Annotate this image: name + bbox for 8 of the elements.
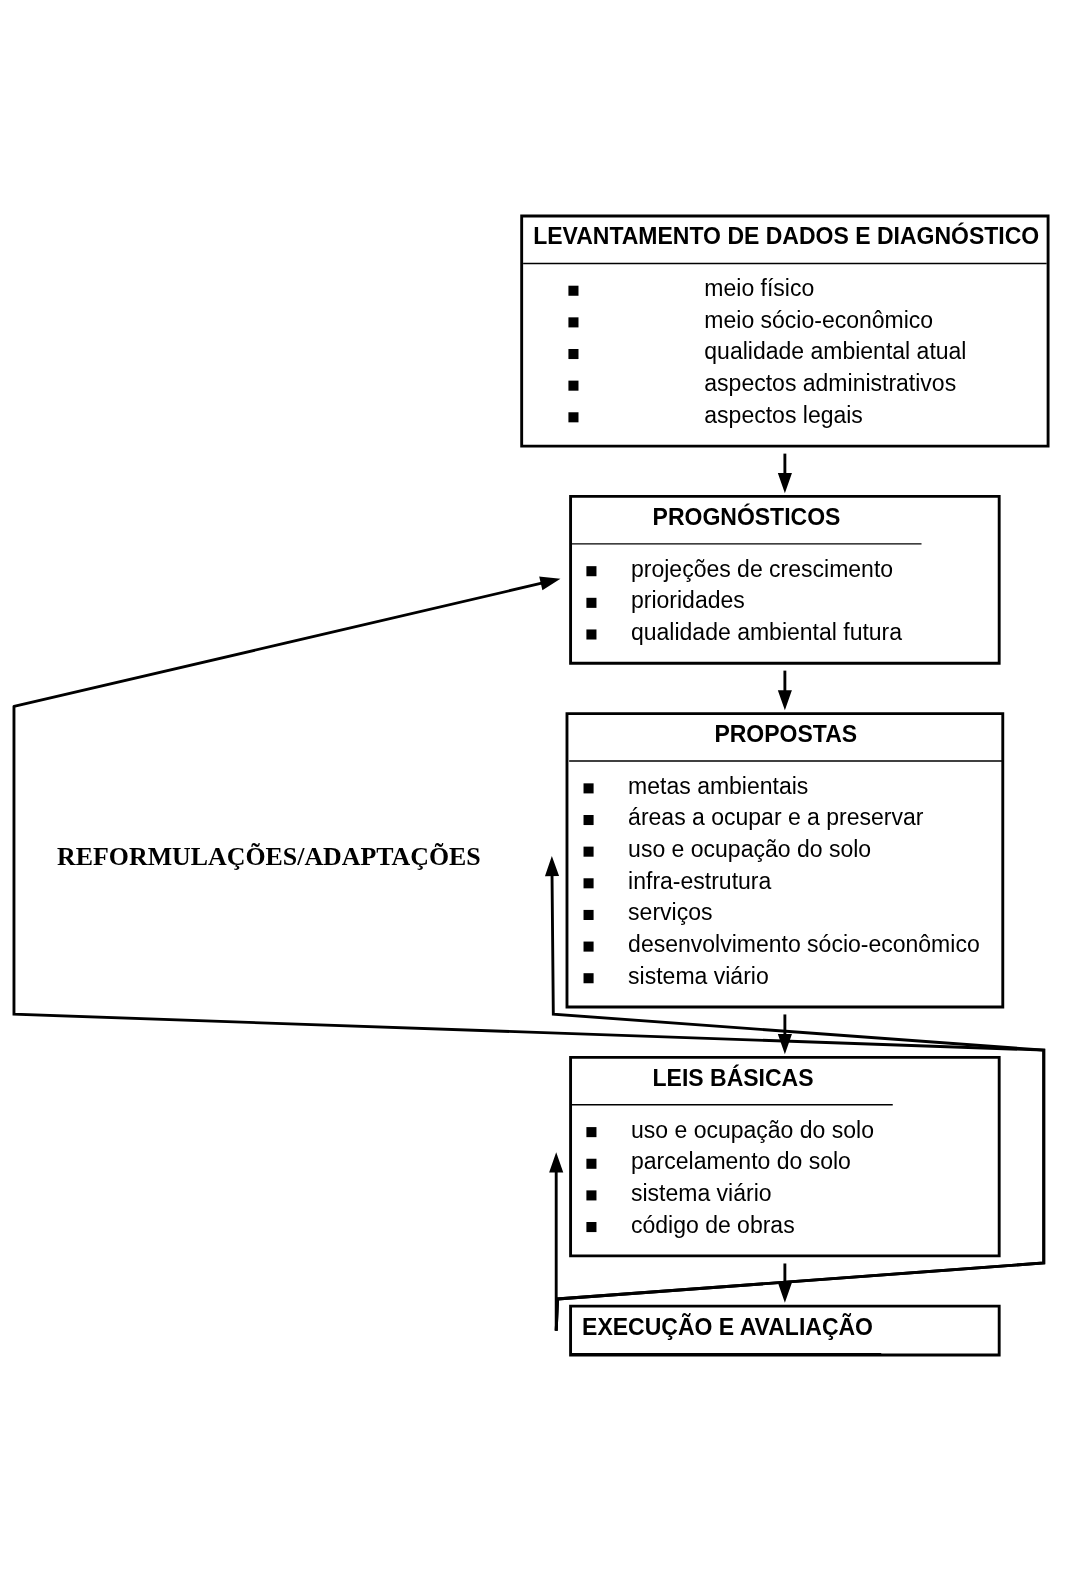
arrow <box>777 453 792 494</box>
label: REFORMULAÇÕES/ADAPTAÇÕES <box>57 842 481 872</box>
arrow <box>777 1014 792 1055</box>
arrow <box>544 855 1046 1331</box>
arrow <box>12 576 1046 1331</box>
arrow <box>777 1263 792 1303</box>
arrow <box>777 670 792 711</box>
arrow <box>549 1152 564 1331</box>
